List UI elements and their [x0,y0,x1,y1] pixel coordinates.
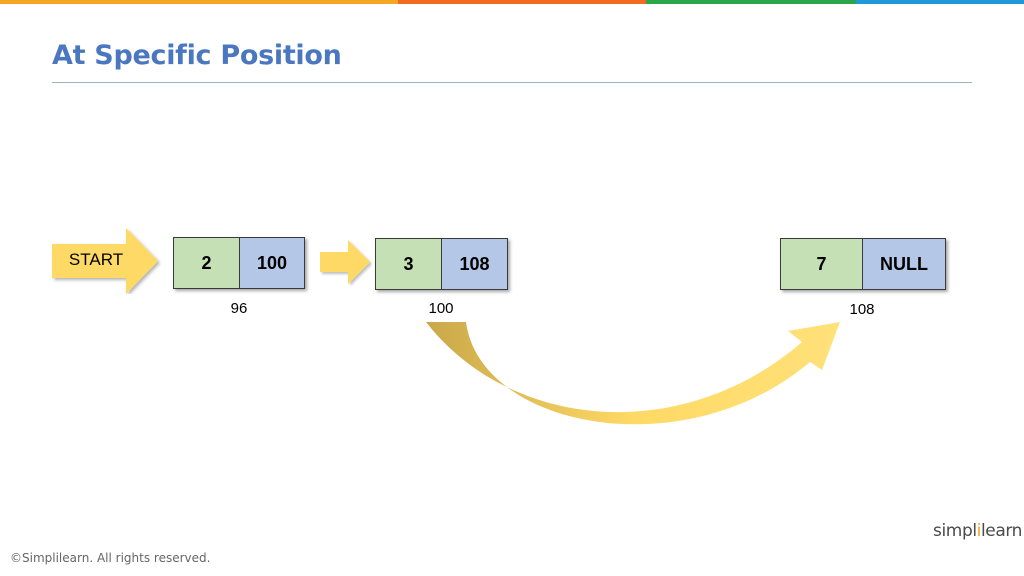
node-3-next: NULL [863,239,945,289]
top-bar-red [398,0,646,4]
node-3-data: 7 [781,239,863,289]
slide-title: At Specific Position [52,40,342,71]
curved-link-arrow-shape [426,322,840,425]
node-2-address: 100 [428,300,454,317]
top-bar-orange [0,0,398,4]
pointer-arrow-icon [320,240,370,284]
top-bar-green [646,0,856,4]
logo-text-right: learn [980,521,1023,541]
node-2-data: 3 [376,239,442,289]
node-1-next: 100 [240,238,304,288]
top-color-bar [0,0,1024,4]
pointer-arrow-shape [320,240,370,284]
logo-text-left: simpl [933,521,977,541]
start-arrow-icon [52,228,158,294]
copyright-text: ©Simplilearn. All rights reserved. [10,551,211,565]
curved-link-arrow-icon [426,322,840,425]
node-1-address: 96 [230,300,248,317]
start-label: START [68,250,124,269]
node-2-next: 108 [442,239,507,289]
node-3: 7 NULL [780,238,946,290]
node-1: 2 100 [173,237,305,289]
node-3-address: 108 [849,301,875,318]
logo-mark: i [976,521,982,541]
node-2: 3 108 [375,238,508,290]
title-divider [52,82,972,83]
start-arrow-shape [52,228,158,294]
node-1-data: 2 [174,238,240,288]
simplilearn-logo: simplilearn [933,521,1022,541]
top-bar-blue [856,0,1024,4]
